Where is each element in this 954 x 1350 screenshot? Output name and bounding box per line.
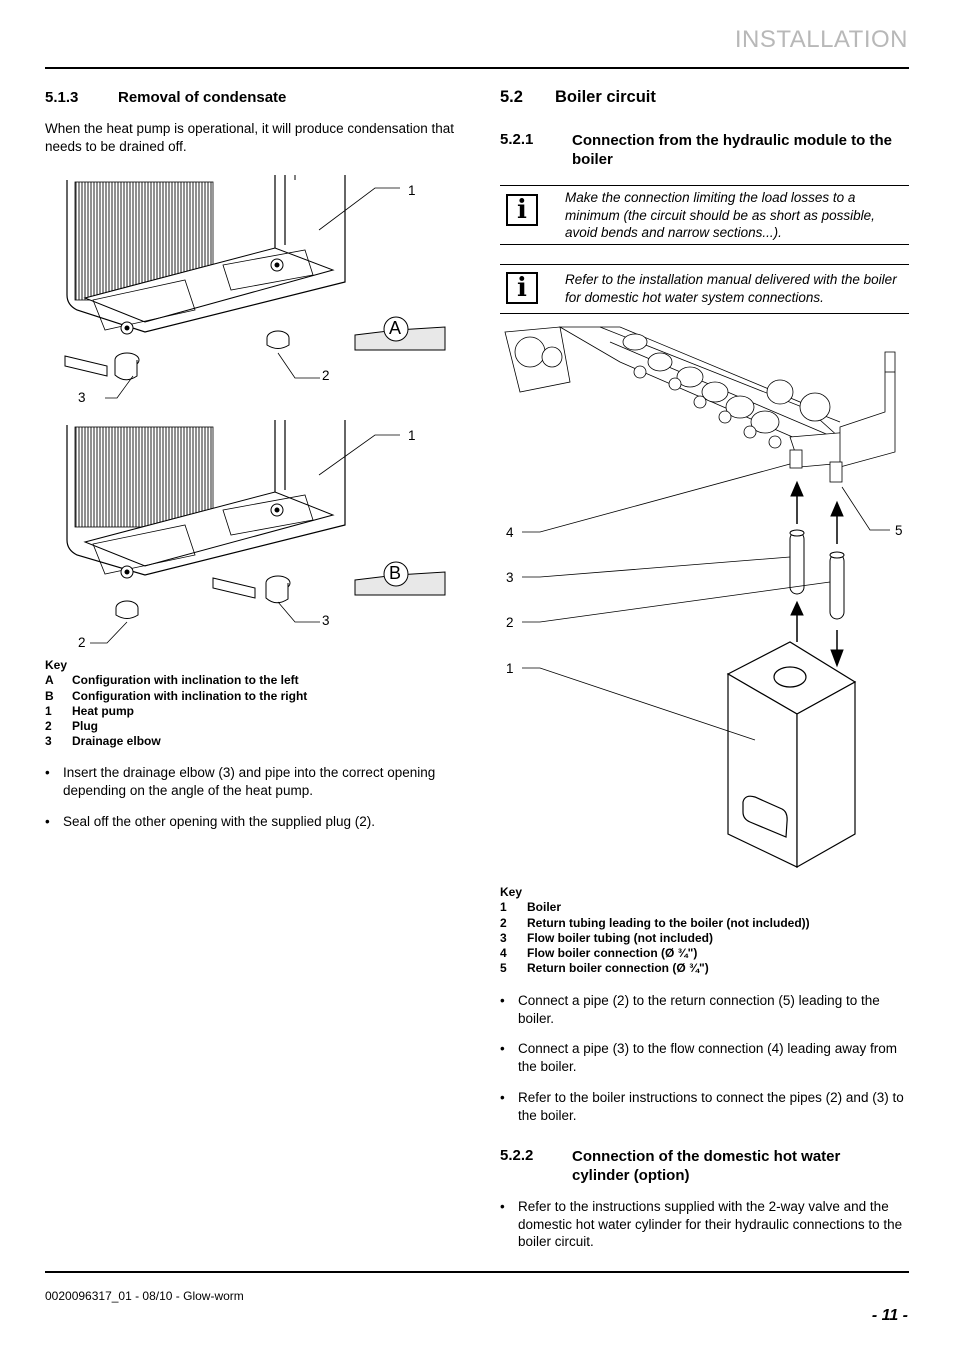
key-title: Key [45, 658, 68, 672]
bullet-item: •Connect a pipe (2) to the return connec… [500, 993, 880, 1026]
heat-pump-drawing-b [66, 420, 446, 644]
label-4: 4 [506, 525, 514, 540]
bullet-item: •Insert the drainage elbow (3) and pipe … [45, 765, 436, 798]
boiler-figure [504, 326, 896, 869]
condensate-figure [64, 175, 446, 644]
info-icon: i [506, 194, 538, 226]
label-b-3: 3 [322, 613, 330, 628]
label-b-2: 2 [78, 635, 86, 650]
label-a-2: 2 [322, 368, 330, 383]
note-box: i Refer to the installation manual deliv… [500, 264, 909, 314]
intro-paragraph: When the heat pump is operational, it wi… [45, 121, 455, 154]
bullet-item: •Connect a pipe (3) to the flow connecti… [500, 1041, 897, 1074]
key-title: Key [500, 885, 523, 899]
label-a-3: 3 [78, 390, 86, 405]
footer-rule [45, 1271, 909, 1273]
boiler-drawing [726, 641, 857, 869]
bullet-item: •Refer to the instructions supplied with… [500, 1199, 903, 1249]
label-1: 1 [506, 661, 514, 676]
section-number: 5.1.3 [45, 89, 79, 106]
subsection-heading-5-2-1: 5.2.1 Connection from the hydraulic modu… [500, 131, 893, 168]
flow-arrows [790, 480, 844, 668]
tubing-drawing [789, 529, 845, 620]
tag-b: B [389, 563, 402, 583]
label-5: 5 [895, 523, 903, 538]
page-header-title: INSTALLATION [734, 26, 908, 53]
info-icon: i [506, 272, 538, 304]
section-heading-5-1-3: 5.1.3 Removal of condensate [45, 89, 286, 106]
label-3: 3 [506, 570, 514, 585]
label-2: 2 [506, 615, 514, 630]
bullet-item: •Seal off the other opening with the sup… [45, 814, 375, 829]
section-title: Removal of condensate [118, 89, 287, 106]
label-b-1: 1 [408, 428, 416, 443]
note-text: Refer to the installation manual deliver… [565, 272, 897, 305]
bullet-item: •Refer to the boiler instructions to con… [500, 1090, 904, 1123]
hydraulic-module-drawing [504, 326, 896, 483]
note-text: Make the connection limiting the load lo… [565, 190, 875, 240]
heat-pump-drawing-a [64, 175, 446, 399]
header-rule [45, 67, 909, 69]
page-number: - 11 - [871, 1307, 908, 1324]
label-a-1: 1 [408, 183, 416, 198]
note-box: i Make the connection limiting the load … [500, 185, 909, 245]
footer-docref: 0020096317_01 - 08/10 - Glow-worm [45, 1289, 244, 1303]
subsection-heading-5-2-2: 5.2.2 Connection of the domestic hot wat… [500, 1147, 841, 1184]
tag-a: A [389, 318, 402, 338]
